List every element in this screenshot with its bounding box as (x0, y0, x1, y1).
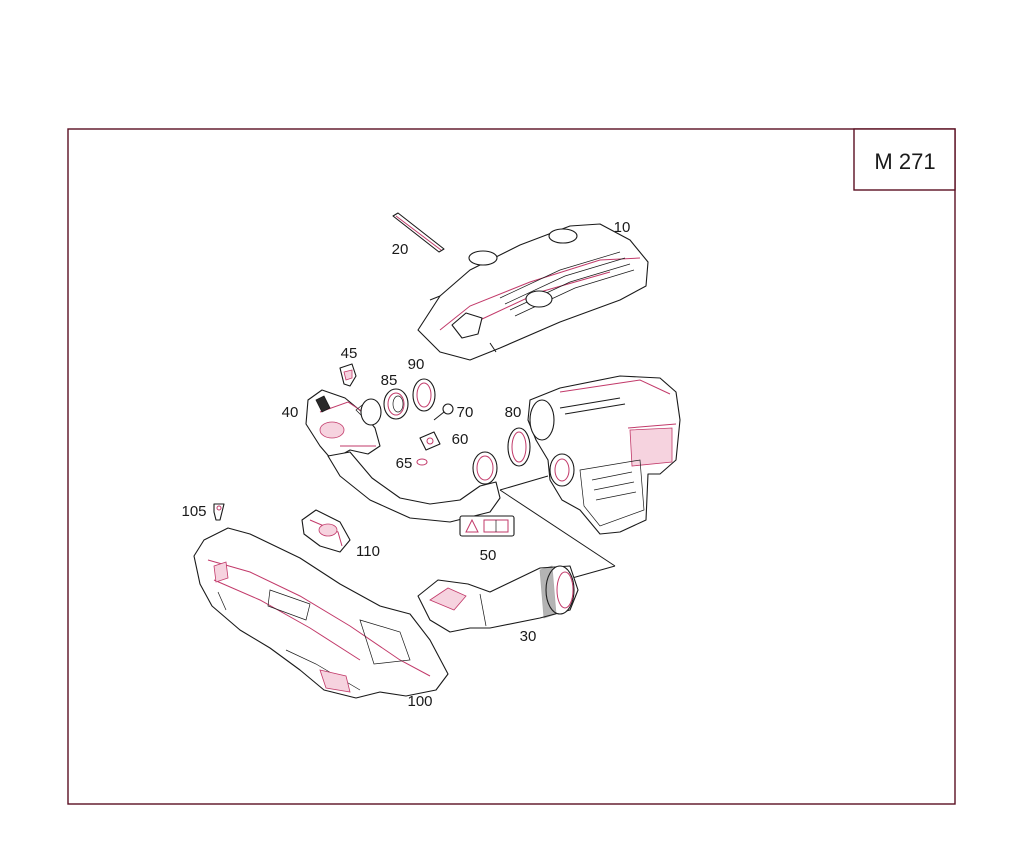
diagram-frame (67, 128, 956, 805)
part-105-clip[interactable] (213, 503, 225, 521)
model-label-box: M 271 (853, 128, 956, 191)
part-85-ring[interactable] (383, 388, 409, 420)
callout-10: 10 (614, 219, 631, 236)
part-70-bolt[interactable] (433, 403, 454, 421)
air-filter-housing[interactable] (527, 375, 681, 535)
callout-80: 80 (505, 404, 522, 421)
callout-110: 110 (356, 543, 380, 560)
part-60-sensor[interactable] (419, 431, 441, 451)
callout-70: 70 (457, 404, 474, 421)
part-110-duct[interactable] (301, 509, 351, 553)
part-50-label[interactable] (459, 515, 515, 537)
callout-65: 65 (396, 455, 413, 472)
model-label: M 271 (874, 149, 935, 174)
callout-85: 85 (381, 372, 398, 389)
part-40-intake-pipe[interactable] (305, 389, 382, 461)
callouts: 10 20 45 90 85 40 70 80 60 65 105 50 110… (181, 219, 630, 710)
callout-50: 50 (480, 547, 497, 564)
callout-20: 20 (392, 241, 409, 258)
part-90-seal[interactable] (412, 378, 436, 412)
callout-30: 30 (520, 628, 537, 645)
callout-100: 100 (407, 693, 432, 710)
part-80-seal[interactable] (507, 427, 531, 467)
part-30-filter[interactable] (417, 565, 579, 633)
callout-45: 45 (341, 345, 358, 362)
callout-105: 105 (181, 503, 206, 520)
part-100-air-duct[interactable] (193, 527, 449, 699)
callout-40: 40 (282, 404, 299, 421)
intake-hose[interactable] (327, 445, 501, 523)
callout-90: 90 (408, 356, 425, 373)
callout-60: 60 (452, 431, 469, 448)
part-65-oring[interactable] (416, 458, 428, 466)
part-20-strip[interactable] (392, 212, 445, 253)
part-10-engine-cover[interactable] (417, 223, 649, 361)
part-45-sensor[interactable] (339, 363, 357, 387)
